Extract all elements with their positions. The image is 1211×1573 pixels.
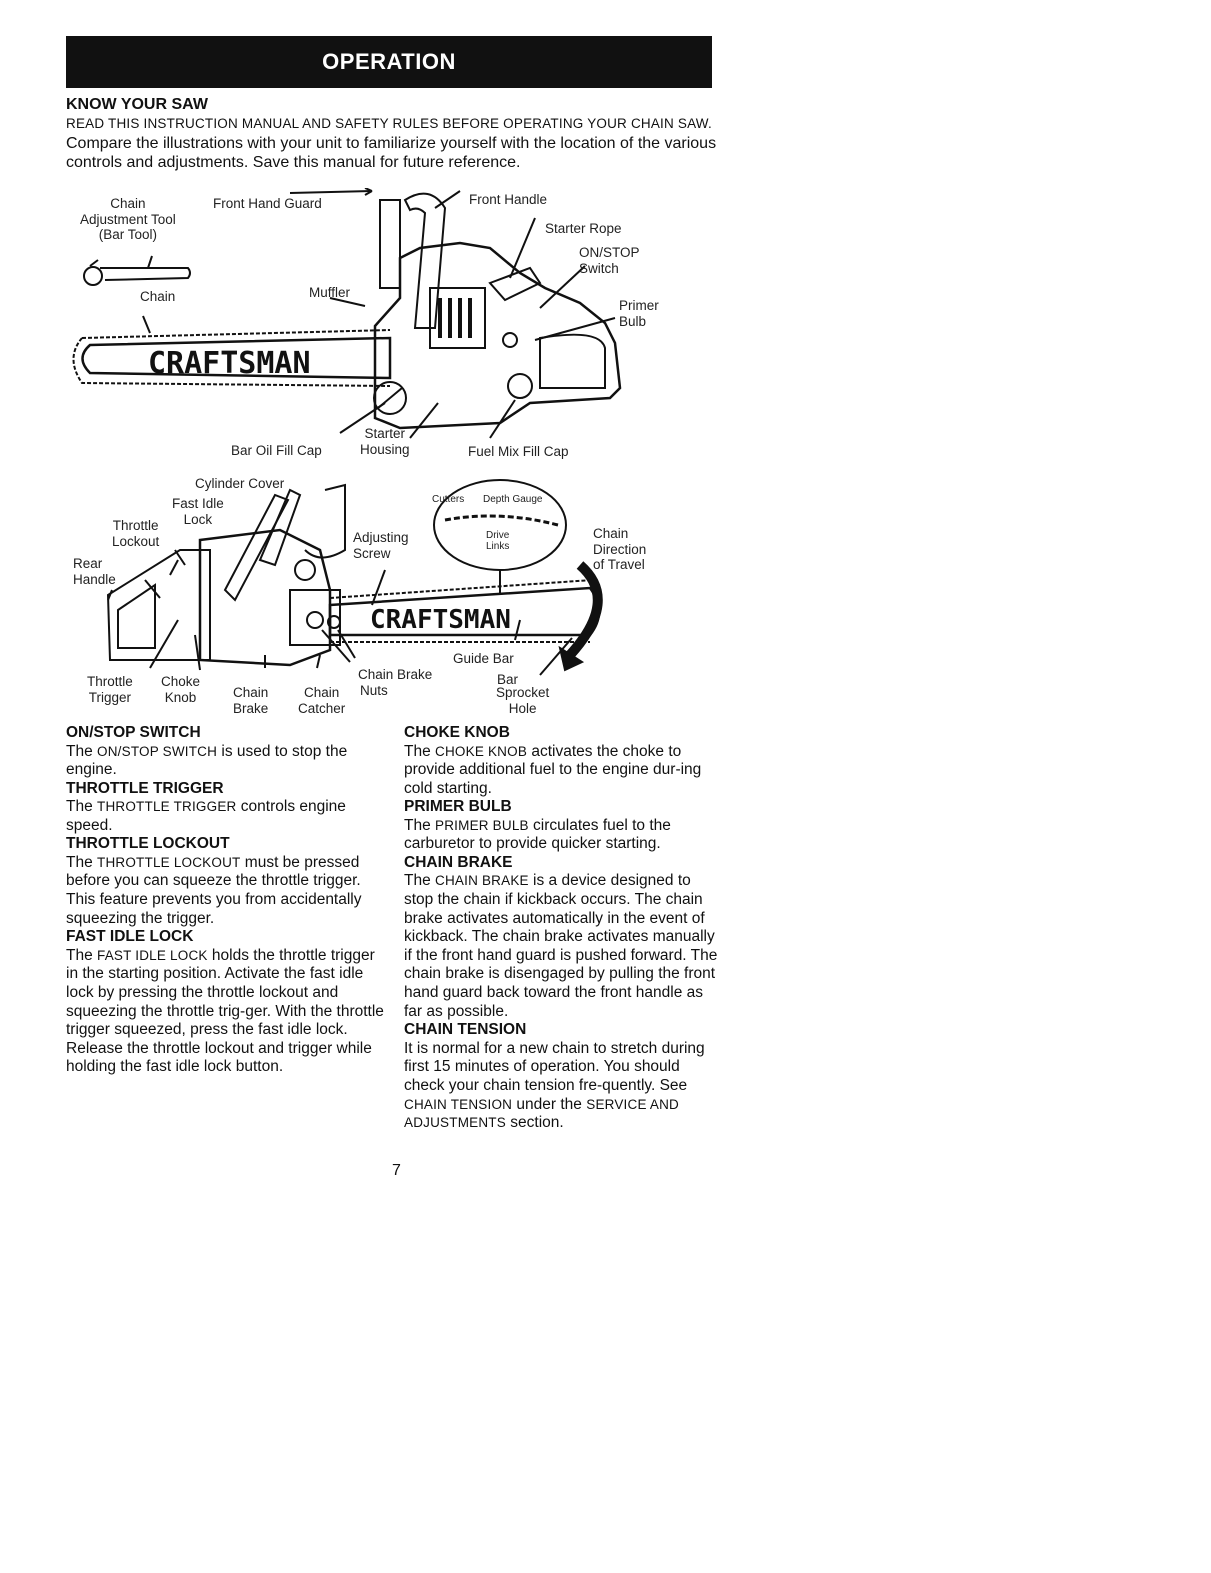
label-on-stop-switch: ON/STOP Switch	[579, 245, 640, 276]
intro-text: READ THIS INSTRUCTION MANUAL AND SAFETY …	[66, 114, 736, 173]
section-throttle-lockout: THROTTLE LOCKOUT The THROTTLE LOCKOUT mu…	[66, 835, 386, 928]
label-drive-links: Drive Links	[486, 530, 510, 552]
heading-throttle-lockout: THROTTLE LOCKOUT	[66, 835, 230, 853]
text-chain-tension: It is normal for a new chain to stretch …	[404, 1039, 705, 1132]
label-primer-bulb: Primer Bulb	[619, 298, 659, 329]
page-number: 7	[392, 1162, 401, 1179]
label-guide-bar: Guide Bar	[453, 651, 514, 666]
text-fast-idle-lock: The FAST IDLE LOCK holds the throttle tr…	[66, 946, 384, 1076]
section-chain-brake: CHAIN BRAKE The CHAIN BRAKE is a device …	[404, 854, 724, 1021]
intro-block: KNOW YOUR SAW READ THIS INSTRUCTION MANU…	[66, 95, 736, 173]
heading-on-stop-switch: ON/STOP SWITCH	[66, 724, 201, 741]
heading-chain-brake: CHAIN BRAKE	[404, 853, 513, 871]
label-fuel-mix-fill-cap: Fuel Mix Fill Cap	[468, 444, 569, 459]
label-depth-gauge: Depth Gauge	[483, 494, 543, 505]
section-fast-idle-lock: FAST IDLE LOCK The FAST IDLE LOCK holds …	[66, 928, 386, 1077]
label-sprocket-hole: Sprocket Hole	[496, 685, 550, 716]
label-chain-direction: Chain Direction of Travel	[593, 526, 647, 572]
heading-primer-bulb: PRIMER BULB	[404, 798, 512, 816]
section-banner: OPERATION	[66, 36, 712, 88]
brand-logo-2: CRAFTSMAN	[370, 605, 511, 635]
section-choke-knob: CHOKE KNOB The CHOKE KNOB activates the …	[404, 724, 724, 798]
label-chain-adjustment-tool: Chain Adjustment Tool (Bar Tool)	[80, 196, 176, 242]
saw-top-view-drawing: CRAFTSMAN	[106, 479, 603, 676]
label-cutters: Cutters	[432, 494, 465, 505]
label-chain: Chain	[140, 289, 176, 304]
text-on-stop-switch: The ON/STOP SWITCH is used to stop the e…	[66, 742, 348, 779]
label-nuts: Nuts	[360, 683, 388, 698]
saw-top-view-figure: CRAFTSMAN Cylinder Cover Fast Idle Lock …	[60, 470, 680, 720]
brand-logo-1: CRAFTSMAN	[148, 346, 311, 381]
text-choke-knob: The CHOKE KNOB activates the choke to pr…	[404, 742, 702, 797]
right-column: CHOKE KNOB The CHOKE KNOB activates the …	[404, 724, 724, 1133]
text-chain-brake: The CHAIN BRAKE is a device designed to …	[404, 872, 718, 1020]
intro-rest: Compare the illustrations with your unit…	[66, 134, 717, 172]
text-throttle-lockout: The THROTTLE LOCKOUT must be pressed bef…	[66, 853, 362, 927]
intro-heading: KNOW YOUR SAW	[66, 96, 208, 113]
section-primer-bulb: PRIMER BULB The PRIMER BULB circulates f…	[404, 798, 724, 854]
heading-throttle-trigger: THROTTLE TRIGGER	[66, 779, 224, 797]
label-starter-housing: Starter Housing	[360, 426, 410, 457]
label-muffler: Muffler	[309, 285, 351, 300]
text-throttle-trigger: The THROTTLE TRIGGER controls engine spe…	[66, 798, 346, 834]
heading-fast-idle-lock: FAST IDLE LOCK	[66, 928, 194, 946]
label-starter-rope: Starter Rope	[545, 221, 622, 236]
saw-side-view-drawing: CRAFTSMAN	[72, 188, 622, 439]
label-rear-handle: Rear Handle	[73, 556, 116, 587]
section-chain-tension: CHAIN TENSION It is normal for a new cha…	[404, 1021, 724, 1132]
intro-caps: READ THIS INSTRUCTION MANUAL AND SAFETY …	[66, 116, 712, 131]
label-bar-oil-fill-cap: Bar Oil Fill Cap	[231, 443, 322, 458]
heading-chain-tension: CHAIN TENSION	[404, 1021, 527, 1039]
banner-title: OPERATION	[322, 49, 456, 74]
label-choke-knob: Choke Knob	[161, 674, 201, 705]
section-on-stop-switch: ON/STOP SWITCH The ON/STOP SWITCH is use…	[66, 724, 386, 780]
section-throttle-trigger: THROTTLE TRIGGER The THROTTLE TRIGGER co…	[66, 780, 386, 836]
label-fast-idle-lock: Fast Idle Lock	[172, 496, 224, 527]
heading-choke-knob: CHOKE KNOB	[404, 724, 510, 741]
label-adjusting-screw: Adjusting Screw	[353, 530, 409, 561]
label-chain-brake: Chain Brake	[233, 685, 269, 716]
label-chain-catcher: Chain Catcher	[298, 685, 346, 716]
saw-side-view-figure: CRAFTSMAN Chain Adjustment Tool (Bar Too…	[60, 188, 660, 463]
label-cylinder-cover: Cylinder Cover	[195, 476, 285, 491]
label-front-hand-guard: Front Hand Guard	[213, 196, 322, 211]
text-primer-bulb: The PRIMER BULB circulates fuel to the c…	[404, 816, 671, 853]
label-bar: Bar	[497, 672, 519, 687]
label-front-handle: Front Handle	[469, 192, 548, 207]
label-throttle-trigger: Throttle Trigger	[87, 674, 133, 705]
label-throttle-lockout: Throttle Lockout	[112, 518, 160, 549]
label-chain-brake-bar: Chain Brake	[358, 667, 433, 682]
left-column: ON/STOP SWITCH The ON/STOP SWITCH is use…	[66, 724, 386, 1077]
